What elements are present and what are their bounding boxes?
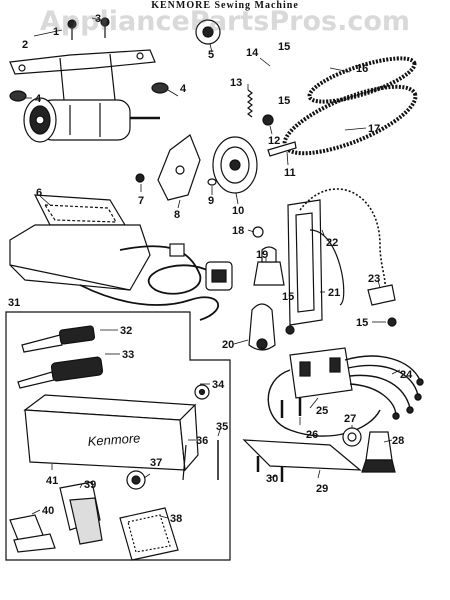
callout-16: 16 [356, 63, 368, 75]
motor-belt-16 [307, 56, 417, 104]
callout-40: 40 [42, 505, 54, 517]
spring-13 [247, 89, 253, 118]
callout-1: 1 [53, 26, 59, 38]
screws-26 [280, 398, 302, 418]
callout-30: 30 [266, 473, 278, 485]
light-bracket-21 [285, 199, 323, 335]
presser-foot-40 [9, 514, 56, 553]
callout-23: 23 [368, 273, 380, 285]
callout-39: 39 [84, 479, 96, 491]
callout-15a: 15 [278, 95, 290, 107]
belt-pulley-5 [195, 19, 221, 45]
accessory-box-41: Kenmore [23, 394, 199, 472]
callout-13: 13 [230, 77, 242, 89]
callout-15b: 15 [282, 291, 294, 303]
callout-32: 32 [120, 325, 132, 337]
callout-35: 35 [216, 421, 228, 433]
callout-10: 10 [232, 205, 244, 217]
switch-block-25 [289, 347, 353, 399]
callout-4a: 4 [35, 93, 42, 105]
plug-connector [205, 261, 233, 291]
callout-20: 20 [222, 339, 234, 351]
presser-foot-39 [59, 481, 103, 545]
presser-foot-38 [119, 507, 179, 561]
callout-34: 34 [212, 379, 225, 391]
motor-screws [67, 17, 110, 40]
belt-guard-8 [157, 134, 201, 201]
bobbin-37 [126, 470, 146, 490]
callout-27: 27 [344, 413, 356, 425]
callout-15c: 15 [356, 317, 368, 329]
screw-11 [267, 141, 297, 157]
box-brand-label: Kenmore [87, 430, 141, 449]
washer-9 [207, 178, 217, 186]
lead-wires-24 [267, 355, 424, 437]
callout-15d: 15 [278, 41, 290, 53]
callout-numbers: 1 2 3 4 4 5 6 7 8 9 10 11 12 13 14 15 15… [8, 13, 413, 525]
motor-belt-17 [282, 84, 418, 156]
nut-27 [342, 427, 362, 447]
callout-18: 18 [232, 225, 244, 237]
callout-36: 36 [196, 435, 208, 447]
callout-5: 5 [208, 49, 214, 61]
callout-41: 41 [46, 475, 58, 487]
callout-3: 3 [95, 13, 101, 25]
callout-22: 22 [326, 237, 338, 249]
screw-18 [252, 226, 264, 238]
callout-2: 2 [22, 39, 28, 51]
bulb-socket-19 [253, 246, 285, 286]
motor-grommets [9, 82, 169, 102]
callout-28: 28 [392, 435, 404, 447]
callout-4b: 4 [180, 83, 187, 95]
watermark: AppliancePartsPros.com [39, 6, 411, 37]
screw-12 [262, 114, 274, 126]
callout-26: 26 [306, 429, 318, 441]
callout-12: 12 [268, 135, 280, 147]
motor-bracket [9, 49, 156, 101]
callout-31: 31 [8, 297, 20, 309]
screwdriver-32 [21, 325, 96, 353]
screwdriver-33 [17, 356, 104, 389]
callout-29: 29 [316, 483, 328, 495]
callout-8: 8 [174, 209, 180, 221]
callout-37: 37 [150, 457, 162, 469]
wire-harness-22 [299, 188, 386, 306]
callout-19: 19 [256, 249, 268, 261]
diagram-title: KENMORE Sewing Machine [151, 0, 299, 11]
callout-21: 21 [328, 287, 340, 299]
needle-36 [182, 444, 187, 481]
callout-11: 11 [284, 167, 296, 179]
callout-6: 6 [36, 187, 42, 199]
accessory-group-outline [5, 311, 231, 561]
terminal-23 [367, 284, 396, 306]
power-cord [79, 243, 219, 321]
callout-38: 38 [170, 513, 182, 525]
callout-17: 17 [368, 123, 380, 135]
light-bulb-20 [248, 303, 276, 351]
screw-15-lower [387, 317, 397, 327]
switch-plate-29 [242, 439, 362, 471]
screws-30 [256, 456, 284, 482]
hand-wheel-10 [212, 136, 258, 194]
callout-9: 9 [208, 195, 214, 207]
foot-control [9, 194, 151, 291]
callout-7: 7 [138, 195, 144, 207]
nut-7 [135, 173, 145, 183]
callout-14: 14 [246, 47, 259, 59]
leader-lines [24, 17, 401, 519]
switch-28 [361, 431, 396, 473]
drive-motor [23, 97, 160, 143]
callout-33: 33 [122, 349, 134, 361]
callout-25: 25 [316, 405, 328, 417]
callout-24: 24 [400, 369, 413, 381]
